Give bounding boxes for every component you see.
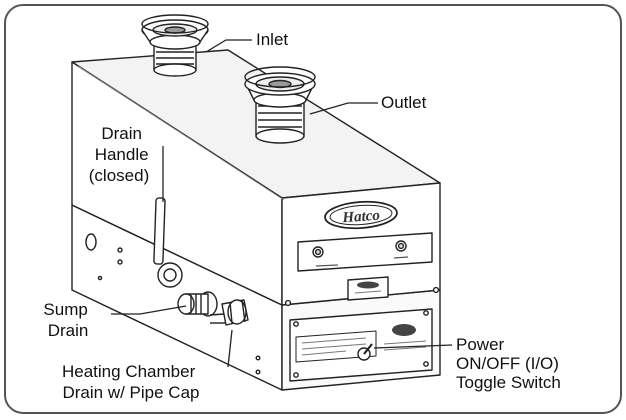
label-drain-handle-line2: Handle <box>95 145 149 164</box>
pipe-cap-facet <box>241 299 246 323</box>
label-heating-chamber-drain-line2: Drain w/ Pipe Cap <box>62 383 199 402</box>
rating-plate-text <box>354 290 382 294</box>
leader-lines <box>111 39 453 368</box>
heating-drain-pipe <box>209 313 225 316</box>
screw <box>293 321 299 327</box>
label-inlet: Inlet <box>256 30 288 49</box>
access-label-line3 <box>301 350 347 356</box>
heating-chamber-drain-leader <box>227 329 233 368</box>
brand-badge-inner <box>329 204 393 226</box>
label-sump-drain: Sump Drain <box>43 300 92 340</box>
access-panel-text <box>383 340 427 345</box>
drain-valve-inner <box>163 268 177 282</box>
screw <box>255 369 261 375</box>
panel-text-left <box>315 264 339 267</box>
screw <box>432 286 440 294</box>
pipe-cap-facet <box>229 301 233 324</box>
drain-handle-lever <box>153 197 166 265</box>
sump-drain-leader <box>111 305 187 315</box>
toggle-switch-lever <box>363 343 373 355</box>
inlet-fitting <box>141 14 209 77</box>
label-outlet: Outlet <box>381 93 427 112</box>
inlet-leader <box>205 39 252 53</box>
top-edge-highlight <box>77 65 285 201</box>
label-drain-handle-line3: (closed) <box>89 166 149 185</box>
panel-text-right <box>393 256 409 259</box>
label-heating-chamber-drain: Heating Chamber Drain w/ Pipe Cap <box>62 362 200 402</box>
label-power-switch: Power ON/OFF (I/O) Toggle Switch <box>456 335 564 392</box>
access-panel-logo <box>392 324 416 336</box>
rating-plate-logo <box>357 281 379 289</box>
label-drain-handle-line1: Drain <box>101 124 142 143</box>
side-knockout <box>85 233 97 251</box>
label-heating-chamber-drain-line1: Heating Chamber <box>62 362 196 381</box>
power-switch-leader <box>373 344 453 349</box>
sump-drain-fitting-front <box>177 293 195 315</box>
label-sump-drain-line2: Drain <box>48 321 89 340</box>
side-hole <box>97 275 103 281</box>
screw <box>284 299 292 307</box>
side-hole <box>117 259 123 265</box>
brand-logo: Hatco <box>341 208 381 227</box>
label-drain-handle: Drain Handle (closed) <box>89 124 154 185</box>
screw <box>423 310 429 316</box>
indicator-light-right-inner <box>397 242 405 250</box>
label-power-switch-line1: Power <box>456 335 505 354</box>
screw <box>255 355 261 361</box>
outlet-leader <box>309 102 378 115</box>
pipe-cap-end <box>227 299 247 325</box>
indicator-light-left-inner <box>314 248 322 256</box>
booster-heater-unit <box>71 14 441 391</box>
access-label-line2 <box>301 343 367 350</box>
outlet-fitting <box>244 66 316 144</box>
label-sump-drain-line1: Sump <box>43 300 87 319</box>
screw <box>423 361 429 367</box>
access-label-line1 <box>301 337 367 344</box>
label-power-switch-line2: ON/OFF (I/O) <box>456 354 559 373</box>
side-hole <box>117 247 123 253</box>
screw <box>293 372 299 378</box>
label-power-switch-line3: Toggle Switch <box>456 373 561 392</box>
access-panel-text2 <box>383 346 427 351</box>
